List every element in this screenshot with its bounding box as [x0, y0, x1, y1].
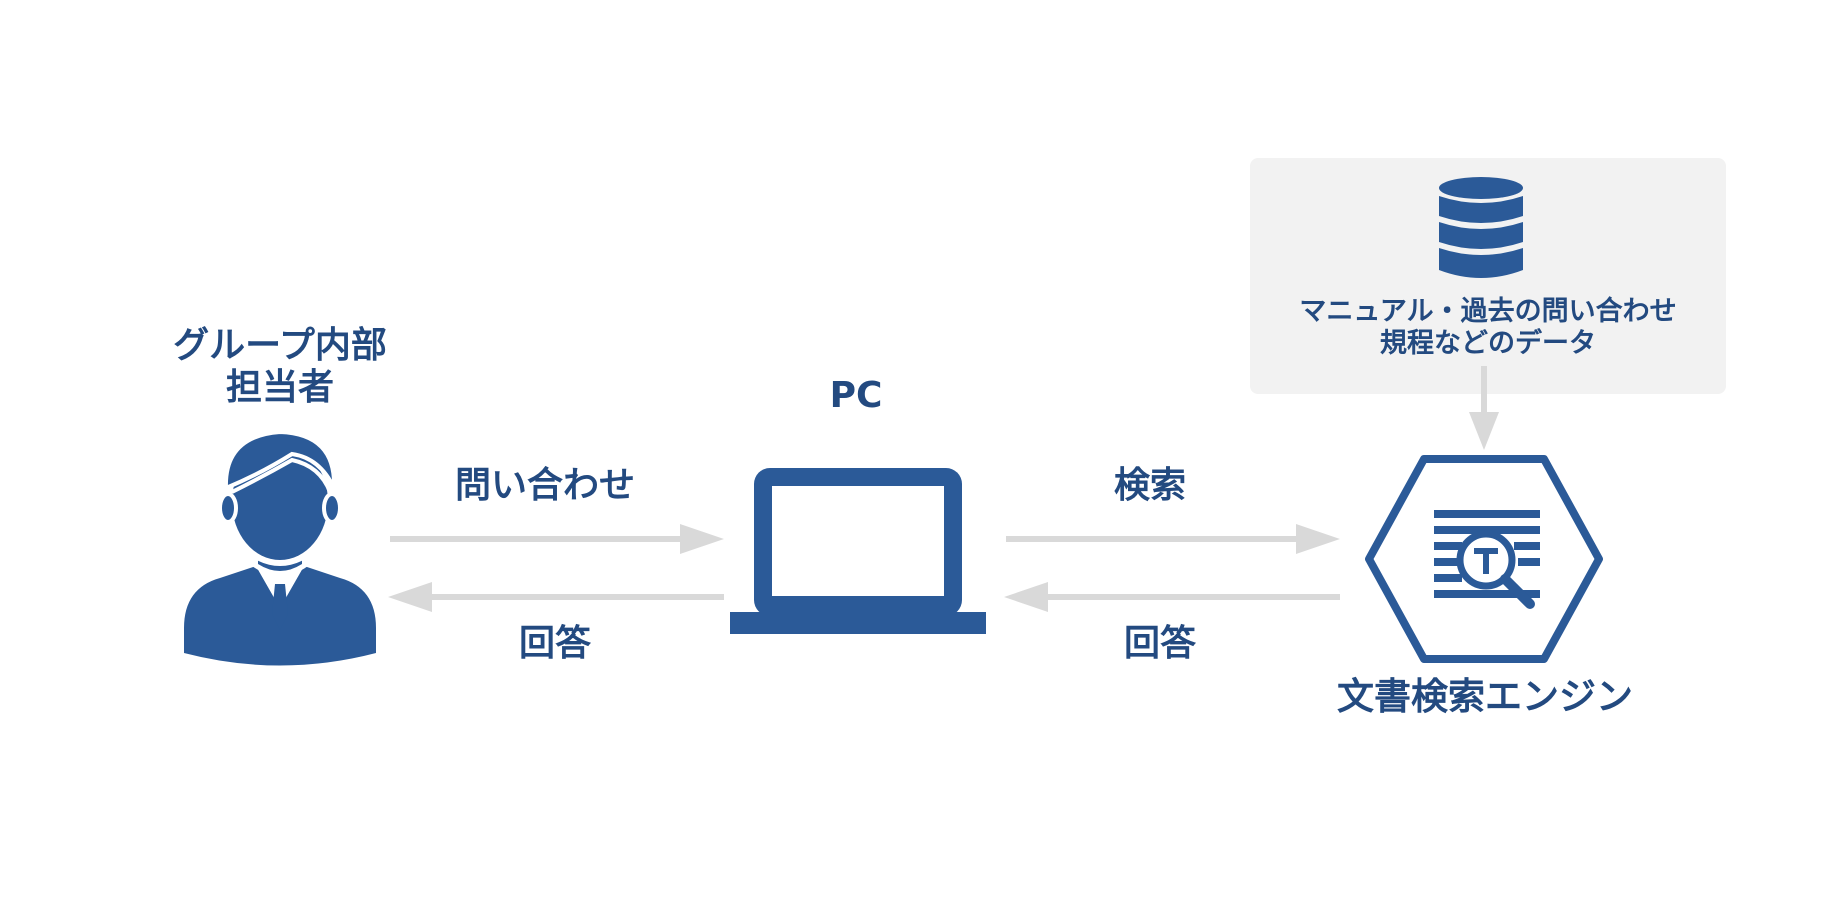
- database-label-line1: マニュアル・過去の問い合わせ: [1299, 296, 1677, 327]
- document-search-hexagon-icon: [1365, 455, 1603, 663]
- answer-arrow-right: [1004, 582, 1340, 612]
- database-label-line2: 規程などのデータ: [1380, 328, 1596, 359]
- pc-label: PC: [829, 375, 883, 416]
- data-feed-arrow: [1469, 366, 1499, 450]
- answer-label-left: 回答: [518, 623, 591, 664]
- person-label-line2: 担当者: [225, 367, 334, 408]
- search-label: 検索: [1113, 465, 1186, 506]
- inquiry-arrow: [390, 524, 724, 554]
- laptop-icon: [730, 468, 986, 634]
- answer-label-right: 回答: [1123, 623, 1196, 664]
- inquiry-label: 問い合わせ: [454, 465, 635, 506]
- person-in-suit-icon: [184, 429, 376, 666]
- answer-arrow-left: [388, 582, 724, 612]
- search-arrow: [1006, 524, 1340, 554]
- person-label-line1: グループ内部: [173, 325, 387, 366]
- database-icon: [1439, 177, 1523, 278]
- engine-label: 文書検索エンジン: [1337, 675, 1633, 718]
